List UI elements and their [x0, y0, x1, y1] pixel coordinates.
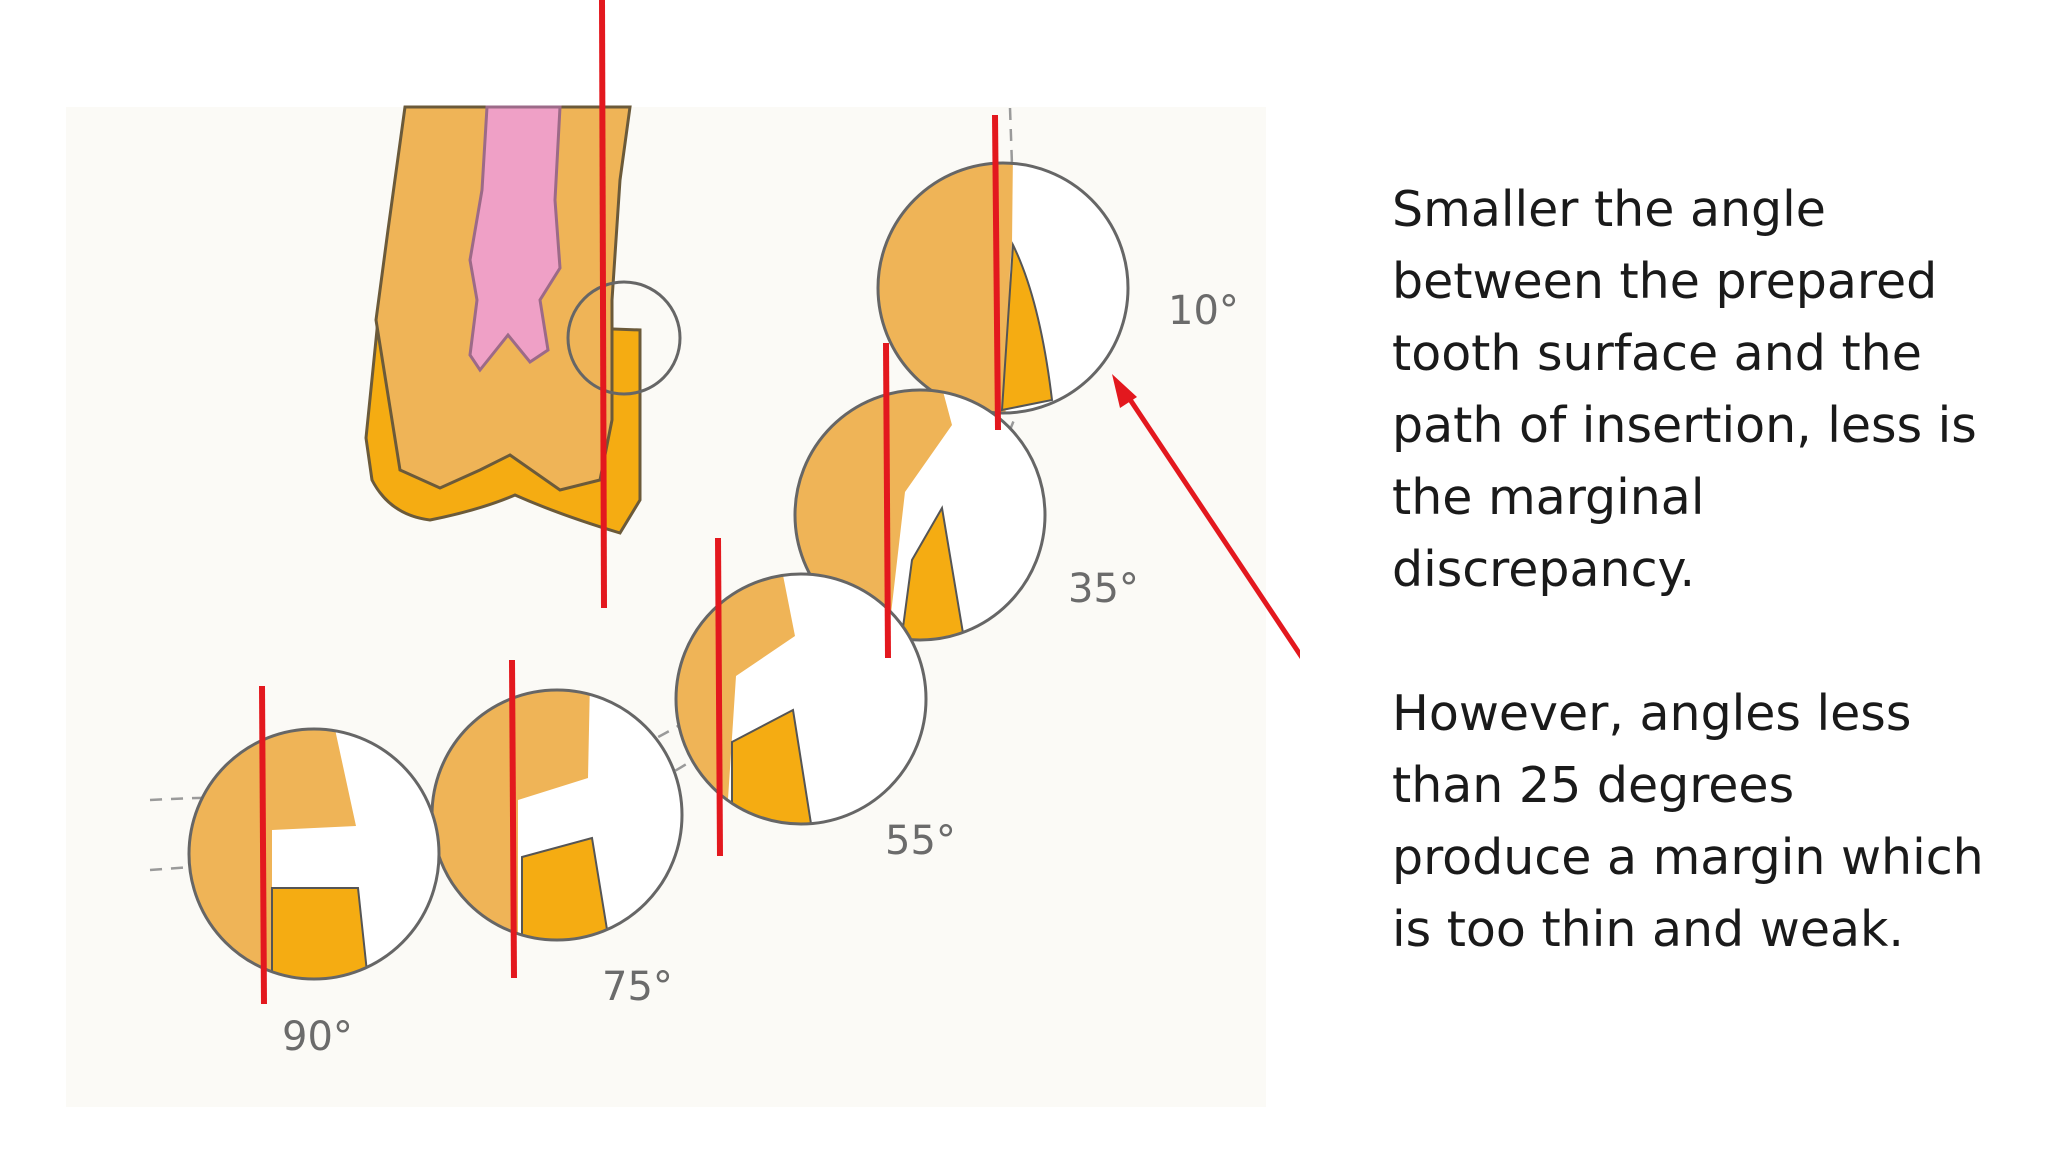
angle-label-10: 10°: [1168, 288, 1239, 334]
explanation-text: Smaller the angle between the prepared t…: [1392, 174, 1992, 966]
detail-circle-75: [430, 688, 684, 942]
path-of-insertion-lines: [259, 0, 1001, 1005]
angle-label-75: 75°: [602, 964, 673, 1010]
insertion-line-tooth: [599, 0, 607, 609]
angle-label-35: 35°: [1068, 566, 1139, 612]
magnified-margin-ring: [566, 280, 682, 396]
insertion-line-75: [509, 659, 517, 979]
margin-angle-diagram: 10° 35° 55° 75° 90°: [149, 0, 1300, 1060]
insertion-line-55: [715, 537, 723, 857]
pointer-arrow: [1112, 374, 1300, 660]
insertion-line-10: [992, 114, 1001, 431]
insertion-line-90: [259, 685, 267, 1005]
arrow-head-icon: [1112, 374, 1137, 408]
insertion-line-35: [883, 342, 891, 659]
angle-label-55: 55°: [885, 818, 956, 864]
explanation-paragraph-2: However, angles less than 25 degrees pro…: [1392, 685, 1984, 958]
angle-label-90: 90°: [282, 1014, 353, 1060]
pulp-chamber: [468, 105, 562, 373]
tooth-illustration: [364, 105, 682, 535]
detail-circle-10: [876, 161, 1130, 415]
explanation-paragraph-1: Smaller the angle between the prepared t…: [1392, 181, 1977, 598]
detail-circle-90: [187, 727, 441, 981]
